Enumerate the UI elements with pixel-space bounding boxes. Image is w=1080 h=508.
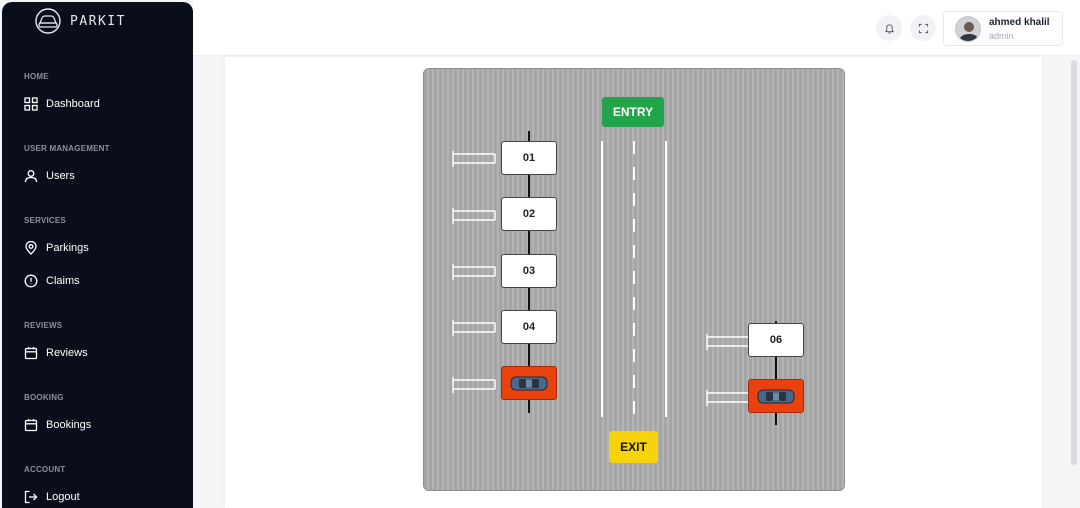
parking-spot-04[interactable]: 04 <box>501 310 557 344</box>
bell-icon <box>884 23 894 34</box>
barrier-gate-icon <box>452 206 496 226</box>
user-menu[interactable]: ahmed khalil admin <box>943 11 1063 46</box>
sidebar-item-claims[interactable]: Claims <box>24 274 80 288</box>
grid-icon <box>24 97 38 111</box>
exit-button[interactable]: EXIT <box>609 431 658 463</box>
section-label-services: SERVICES <box>24 216 66 225</box>
car-icon <box>510 376 548 390</box>
sidebar-item-label: Users <box>46 170 75 182</box>
section-label-account: ACCOUNT <box>24 465 66 474</box>
sidebar-item-label: Dashboard <box>46 98 100 110</box>
user-name: ahmed khalil <box>989 16 1050 28</box>
entry-button[interactable]: ENTRY <box>602 97 664 127</box>
parking-spot-06[interactable]: 06 <box>748 323 804 357</box>
parking-spot-03[interactable]: 03 <box>501 254 557 288</box>
scrollbar[interactable] <box>1071 60 1077 465</box>
parking-spot-02[interactable]: 02 <box>501 197 557 231</box>
sidebar-item-label: Bookings <box>46 419 92 431</box>
user-role: admin <box>989 30 1014 41</box>
app-name: PARKIT <box>70 13 126 29</box>
notifications-button[interactable] <box>876 15 902 41</box>
barrier-gate-icon <box>452 375 496 395</box>
fullscreen-button[interactable] <box>910 15 936 41</box>
section-label-booking: BOOKING <box>24 393 64 402</box>
sidebar-item-reviews[interactable]: Reviews <box>24 346 88 360</box>
avatar <box>955 15 981 42</box>
sidebar-item-users[interactable]: Users <box>24 169 75 183</box>
calendar-icon <box>24 419 38 432</box>
sidebar-item-dashboard[interactable]: Dashboard <box>24 97 100 111</box>
car-icon <box>757 389 795 403</box>
sidebar-item-label: Parkings <box>46 242 89 254</box>
top-header: ahmed khalil admin <box>193 0 1080 56</box>
barrier-gate-icon <box>452 262 496 282</box>
parking-spot-01[interactable]: 01 <box>501 141 557 175</box>
barrier-gate-icon <box>706 388 750 408</box>
sidebar-item-label: Reviews <box>46 347 88 359</box>
section-label-home: HOME <box>24 72 49 81</box>
section-label-reviews: REVIEWS <box>24 321 63 330</box>
calendar-icon <box>24 347 38 360</box>
sidebar-item-parkings[interactable]: Parkings <box>24 241 89 255</box>
lane-border-right <box>665 141 667 417</box>
logout-icon <box>24 490 38 504</box>
location-pin-icon <box>25 241 37 255</box>
barrier-gate-icon <box>706 332 750 352</box>
sidebar-item-label: Logout <box>46 491 80 503</box>
parking-spot-05-occupied[interactable] <box>501 366 557 400</box>
app-logo[interactable]: PARKIT <box>34 8 126 34</box>
lane-border-left <box>601 141 603 417</box>
sidebar-item-logout[interactable]: Logout <box>24 490 80 504</box>
alert-circle-icon <box>24 274 38 288</box>
user-avatar-icon <box>956 16 980 41</box>
lane-center-dashes <box>633 141 635 417</box>
sidebar-item-label: Claims <box>46 275 80 287</box>
user-icon <box>24 170 38 183</box>
barrier-gate-icon <box>452 318 496 338</box>
parking-spot-07-occupied[interactable] <box>748 379 804 413</box>
right-divider-post <box>775 321 777 425</box>
barrier-gate-icon <box>452 149 496 169</box>
section-label-user-management: USER MANAGEMENT <box>24 144 110 153</box>
parking-lot-map: ENTRY EXIT 01 02 03 04 06 <box>423 68 845 491</box>
sidebar: PARKIT HOME Dashboard USER MANAGEMENT Us… <box>2 2 193 508</box>
fullscreen-icon <box>918 23 928 33</box>
car-logo-icon <box>35 8 61 34</box>
sidebar-item-bookings[interactable]: Bookings <box>24 418 91 432</box>
